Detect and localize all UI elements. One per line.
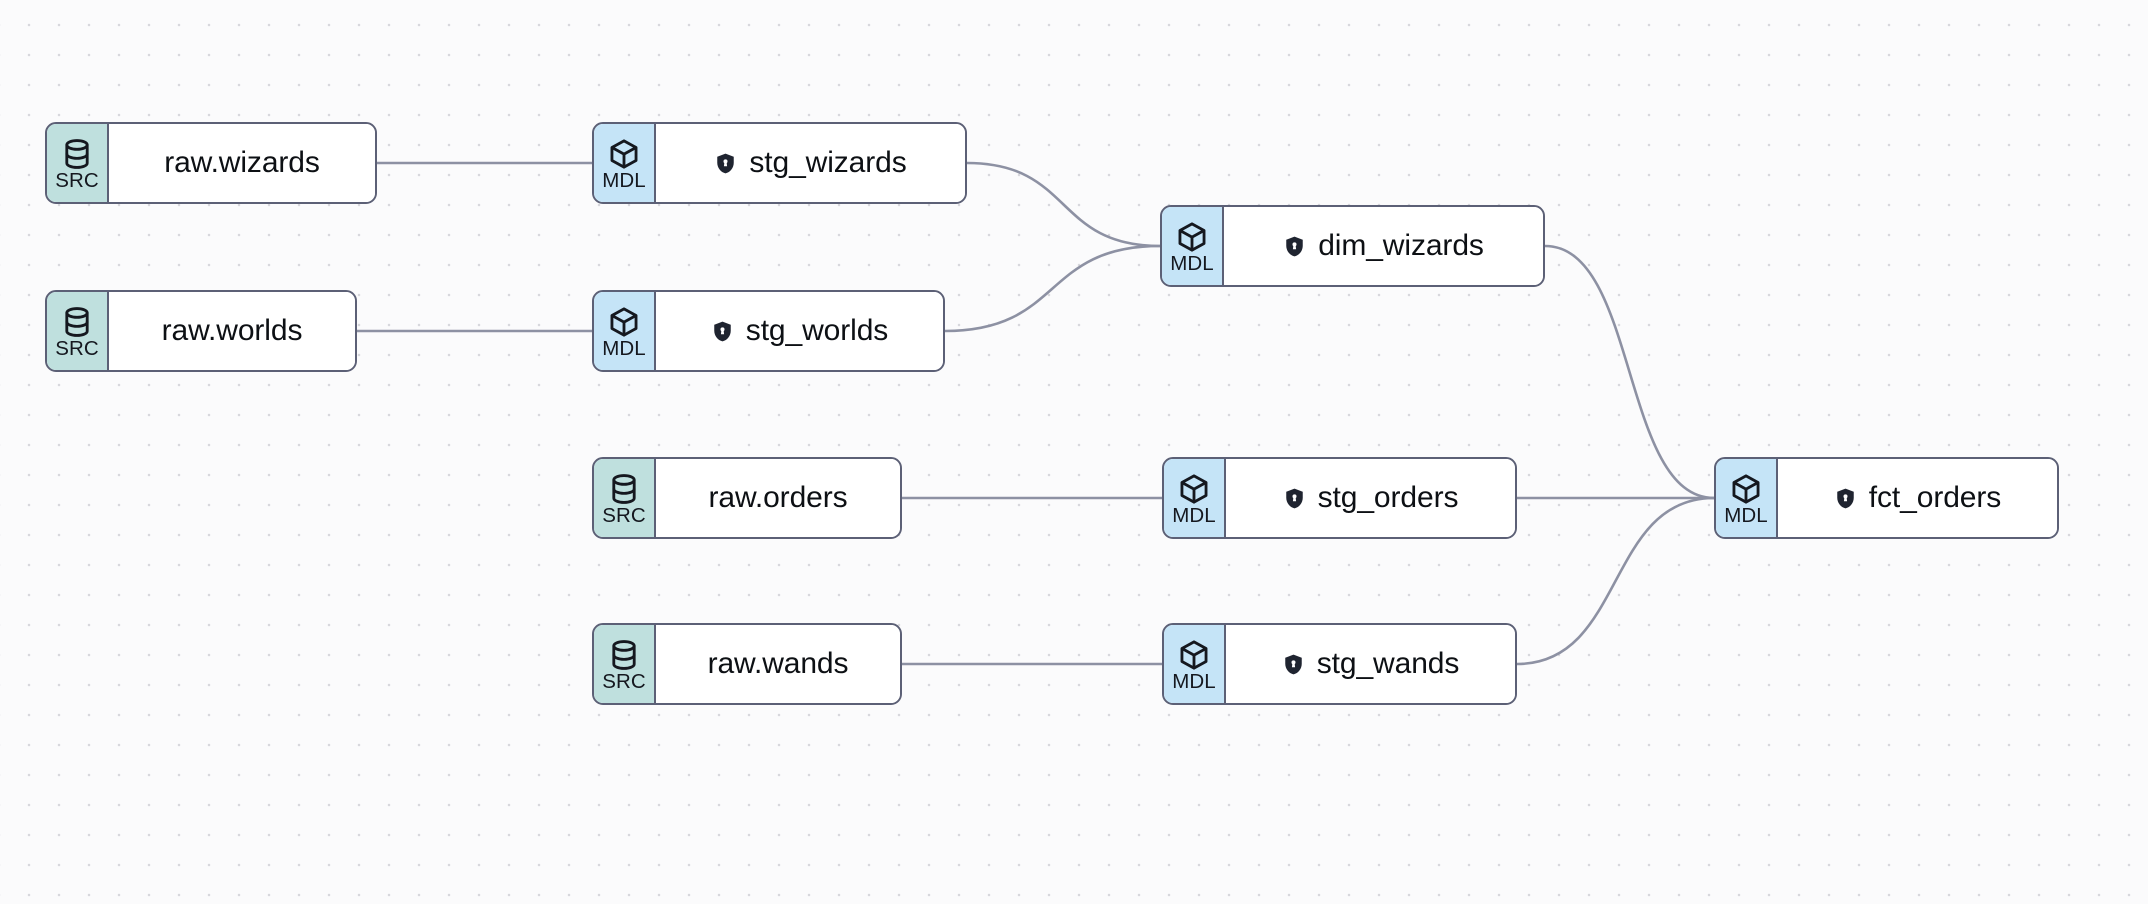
database-icon xyxy=(607,638,641,672)
database-icon xyxy=(60,305,94,339)
edge-dim_wizards-to-fct_orders xyxy=(1543,244,1716,500)
node-type-badge-mdl: MDL xyxy=(594,292,656,370)
node-body: fct_orders xyxy=(1778,459,2057,537)
node-type-badge-mdl: MDL xyxy=(1716,459,1778,537)
node-label: raw.wands xyxy=(707,647,849,680)
node-type-badge-src: SRC xyxy=(47,124,109,202)
shield-lock-icon xyxy=(1282,653,1305,676)
cube-icon xyxy=(1175,220,1209,254)
node-body: raw.wizards xyxy=(109,124,375,202)
node-label: stg_worlds xyxy=(745,314,889,347)
node-label: fct_orders xyxy=(1868,481,2002,514)
node-label: stg_wands xyxy=(1316,647,1460,680)
badge-label: MDL xyxy=(1172,669,1216,693)
node-body: raw.worlds xyxy=(109,292,355,370)
cube-icon xyxy=(607,137,641,171)
badge-label: MDL xyxy=(1724,503,1768,527)
edge-stg_wands-to-fct_orders xyxy=(1515,496,1716,666)
shield-lock-icon xyxy=(714,152,737,175)
node-body: stg_wands xyxy=(1226,625,1515,703)
node-raw_wizards[interactable]: SRC raw.wizards xyxy=(45,122,377,204)
node-raw_worlds[interactable]: SRC raw.worlds xyxy=(45,290,357,372)
shield-lock-icon xyxy=(711,320,734,343)
node-label: raw.worlds xyxy=(161,314,303,347)
node-body: dim_wizards xyxy=(1224,207,1543,285)
badge-label: SRC xyxy=(55,168,99,192)
shield-lock-icon xyxy=(1834,487,1857,510)
node-type-badge-mdl: MDL xyxy=(1162,207,1224,285)
node-body: stg_worlds xyxy=(656,292,943,370)
cube-icon xyxy=(1729,472,1763,506)
node-label: raw.orders xyxy=(708,481,848,514)
node-body: stg_wizards xyxy=(656,124,965,202)
edge-stg_worlds-to-dim_wizards xyxy=(943,244,1162,333)
badge-label: MDL xyxy=(1170,251,1214,275)
cube-icon xyxy=(1177,472,1211,506)
node-label: stg_orders xyxy=(1317,481,1459,514)
node-body: raw.wands xyxy=(656,625,900,703)
node-raw_orders[interactable]: SRC raw.orders xyxy=(592,457,902,539)
database-icon xyxy=(60,137,94,171)
node-type-badge-mdl: MDL xyxy=(594,124,656,202)
node-label: dim_wizards xyxy=(1318,229,1484,262)
node-body: raw.orders xyxy=(656,459,900,537)
node-body: stg_orders xyxy=(1226,459,1515,537)
node-label: raw.wizards xyxy=(164,146,320,179)
cube-icon xyxy=(607,305,641,339)
badge-label: MDL xyxy=(602,336,646,360)
node-type-badge-mdl: MDL xyxy=(1164,625,1226,703)
shield-lock-icon xyxy=(1283,235,1306,258)
node-type-badge-src: SRC xyxy=(594,625,656,703)
badge-label: SRC xyxy=(55,336,99,360)
badge-label: MDL xyxy=(1172,503,1216,527)
node-fct_orders[interactable]: MDL fct_orders xyxy=(1714,457,2059,539)
database-icon xyxy=(607,472,641,506)
node-stg_wizards[interactable]: MDL stg_wizards xyxy=(592,122,967,204)
node-stg_worlds[interactable]: MDL stg_worlds xyxy=(592,290,945,372)
node-type-badge-src: SRC xyxy=(47,292,109,370)
badge-label: MDL xyxy=(602,168,646,192)
node-type-badge-src: SRC xyxy=(594,459,656,537)
cube-icon xyxy=(1177,638,1211,672)
badge-label: SRC xyxy=(602,503,646,527)
node-raw_wands[interactable]: SRC raw.wands xyxy=(592,623,902,705)
node-stg_orders[interactable]: MDL stg_orders xyxy=(1162,457,1517,539)
node-label: stg_wizards xyxy=(749,146,907,179)
node-type-badge-mdl: MDL xyxy=(1164,459,1226,537)
shield-lock-icon xyxy=(1283,487,1306,510)
node-stg_wands[interactable]: MDL stg_wands xyxy=(1162,623,1517,705)
edge-stg_wizards-to-dim_wizards xyxy=(965,161,1162,248)
node-dim_wizards[interactable]: MDL dim_wizards xyxy=(1160,205,1545,287)
badge-label: SRC xyxy=(602,669,646,693)
